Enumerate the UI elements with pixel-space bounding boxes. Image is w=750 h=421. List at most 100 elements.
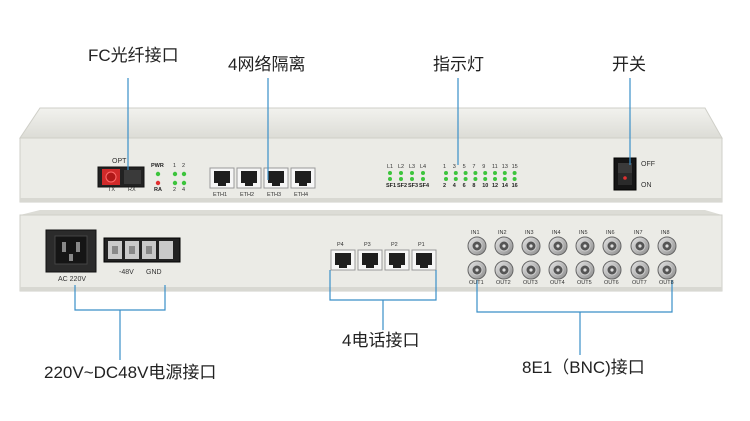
led-num: 2 [173, 187, 177, 193]
bnc-out-label: OUT3 [523, 280, 538, 286]
indicator-num: 1 [443, 164, 447, 170]
phone-port[interactable] [330, 249, 356, 271]
callout-fc-port: FC光纤接口 [88, 46, 179, 65]
indicator-led [453, 171, 458, 175]
sfp-led [399, 177, 403, 181]
bnc-connector[interactable] [521, 236, 541, 256]
l-led [399, 171, 403, 175]
l-led [410, 171, 414, 175]
indicator-num: 2 [443, 183, 447, 189]
bnc-ports [467, 236, 677, 280]
phone-port[interactable] [384, 249, 410, 271]
indicator-leds [388, 171, 517, 181]
bnc-out-label: OUT1 [469, 280, 484, 286]
indicator-num: 16 [511, 183, 518, 189]
led-num: 2 [182, 163, 186, 169]
phone-label: P3 [364, 242, 371, 248]
bnc-connector[interactable] [521, 260, 541, 280]
bnc-in-label: IN1 [471, 230, 480, 236]
bnc-in-label: IN4 [552, 230, 561, 236]
led-num: 1 [173, 163, 177, 169]
bnc-connector[interactable] [575, 236, 595, 256]
indicator-led [512, 177, 517, 181]
led-num: 4 [182, 187, 186, 193]
phone-port[interactable] [411, 249, 437, 271]
indicator-led [502, 177, 507, 181]
opt-label: OPT [112, 158, 127, 165]
bnc-connector[interactable] [657, 236, 677, 256]
eth-port[interactable] [236, 167, 262, 189]
bnc-out-label: OUT5 [577, 280, 592, 286]
sfp-label: SF4 [419, 183, 430, 189]
bnc-connector[interactable] [467, 236, 487, 256]
pwr-led [155, 171, 161, 177]
bnc-in-label: IN2 [498, 230, 507, 236]
eth-port[interactable] [290, 167, 316, 189]
sfp-label: SF1 [386, 183, 397, 189]
bnc-out-label: OUT4 [550, 280, 565, 286]
eth-label: ETH4 [294, 192, 309, 198]
bnc-connector[interactable] [630, 260, 650, 280]
bnc-out-label: OUT8 [659, 280, 674, 286]
indicator-num: 12 [492, 183, 499, 189]
bnc-in-label: IN5 [579, 230, 588, 236]
indicator-num: 6 [462, 183, 466, 189]
indicator-num: 11 [492, 164, 498, 170]
indicator-led [453, 177, 458, 181]
ra-led [155, 180, 161, 186]
indicator-num: 3 [452, 164, 456, 170]
eth-port[interactable] [263, 167, 289, 189]
indicator-led [444, 171, 448, 175]
indicator-num: 10 [482, 183, 489, 189]
callout-e1-bnc: 8E1（BNC)接口 [522, 358, 645, 377]
bnc-connector[interactable] [630, 236, 650, 256]
sfp-label: SF3 [408, 183, 419, 189]
indicator-num: 7 [472, 164, 476, 170]
bnc-out-label: OUT6 [604, 280, 619, 286]
eth-label: ETH1 [213, 192, 228, 198]
indicator-led [483, 177, 488, 181]
eth-ports [209, 167, 316, 189]
sfp-label: SF2 [397, 183, 408, 189]
eth-label: ETH3 [267, 192, 282, 198]
indicator-led [493, 171, 497, 175]
callout-indicators: 指示灯 [433, 55, 484, 74]
eth-port[interactable] [209, 167, 235, 189]
eth-label: ETH2 [240, 192, 255, 198]
bnc-connector[interactable] [657, 260, 677, 280]
indicator-num: 13 [501, 164, 508, 170]
ac-label: AC 220V [58, 276, 87, 283]
bnc-connector[interactable] [494, 236, 514, 256]
tx-label: TX [108, 187, 116, 193]
phone-label: P4 [337, 242, 344, 248]
indicator-num: 14 [501, 183, 508, 189]
callout-switch: 开关 [612, 55, 646, 74]
phone-label: P1 [418, 242, 425, 248]
bnc-connector[interactable] [575, 260, 595, 280]
indicator-led [493, 177, 497, 181]
bnc-in-label: IN3 [525, 230, 534, 236]
l-label: L1 [387, 164, 394, 170]
bnc-connector[interactable] [548, 236, 568, 256]
indicator-led [502, 171, 507, 175]
indicator-led [473, 171, 478, 175]
indicator-led [463, 177, 468, 181]
bnc-connector[interactable] [467, 260, 487, 280]
ra-label: RA [154, 187, 162, 193]
bnc-connector[interactable] [548, 260, 568, 280]
on-label: ON [641, 182, 652, 189]
bnc-connector[interactable] [602, 260, 622, 280]
bnc-in-label: IN7 [634, 230, 643, 236]
bnc-in-label: IN8 [661, 230, 670, 236]
bnc-connector[interactable] [494, 260, 514, 280]
callout-lines [74, 78, 673, 360]
l-led [421, 171, 425, 175]
bnc-connector[interactable] [602, 236, 622, 256]
phone-port[interactable] [357, 249, 383, 271]
l-led [388, 171, 392, 175]
l-label: L2 [398, 164, 405, 170]
sfp-led [421, 177, 425, 181]
sfp-led [410, 177, 414, 181]
l-label: L3 [409, 164, 416, 170]
